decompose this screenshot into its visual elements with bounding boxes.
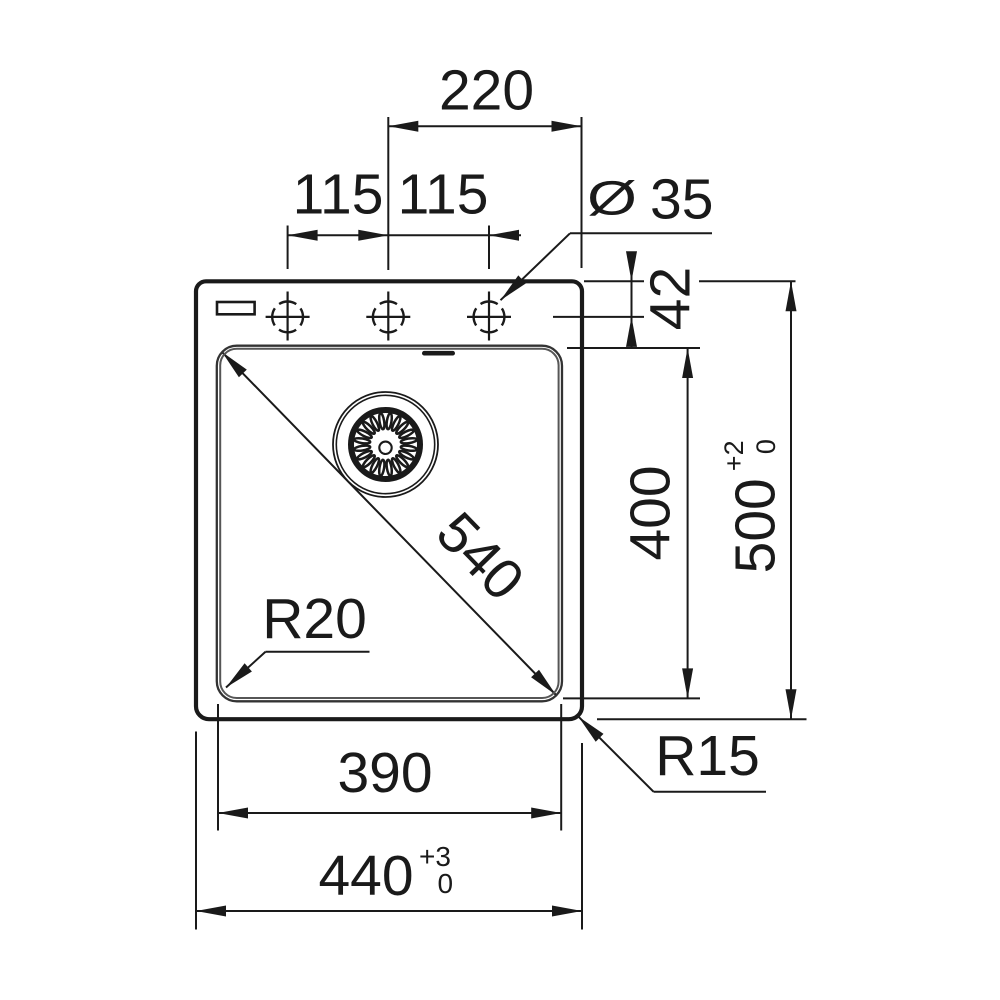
svg-text:500: 500 <box>723 478 787 573</box>
svg-text:0: 0 <box>438 868 454 899</box>
svg-text:Ø: Ø <box>587 173 637 226</box>
svg-text:0: 0 <box>751 439 781 454</box>
svg-text:115: 115 <box>293 163 384 227</box>
svg-text:35: 35 <box>650 168 713 232</box>
svg-text:R20: R20 <box>262 587 367 651</box>
svg-text:115: 115 <box>398 163 489 227</box>
svg-text:440: 440 <box>318 844 413 908</box>
svg-text:42: 42 <box>639 267 703 330</box>
svg-text:390: 390 <box>337 741 432 805</box>
svg-text:R15: R15 <box>655 724 760 788</box>
svg-text:400: 400 <box>619 465 683 560</box>
svg-text:540: 540 <box>424 500 536 613</box>
svg-text:+3: +3 <box>419 841 451 872</box>
svg-text:220: 220 <box>439 59 534 123</box>
svg-text:+2: +2 <box>719 440 749 471</box>
